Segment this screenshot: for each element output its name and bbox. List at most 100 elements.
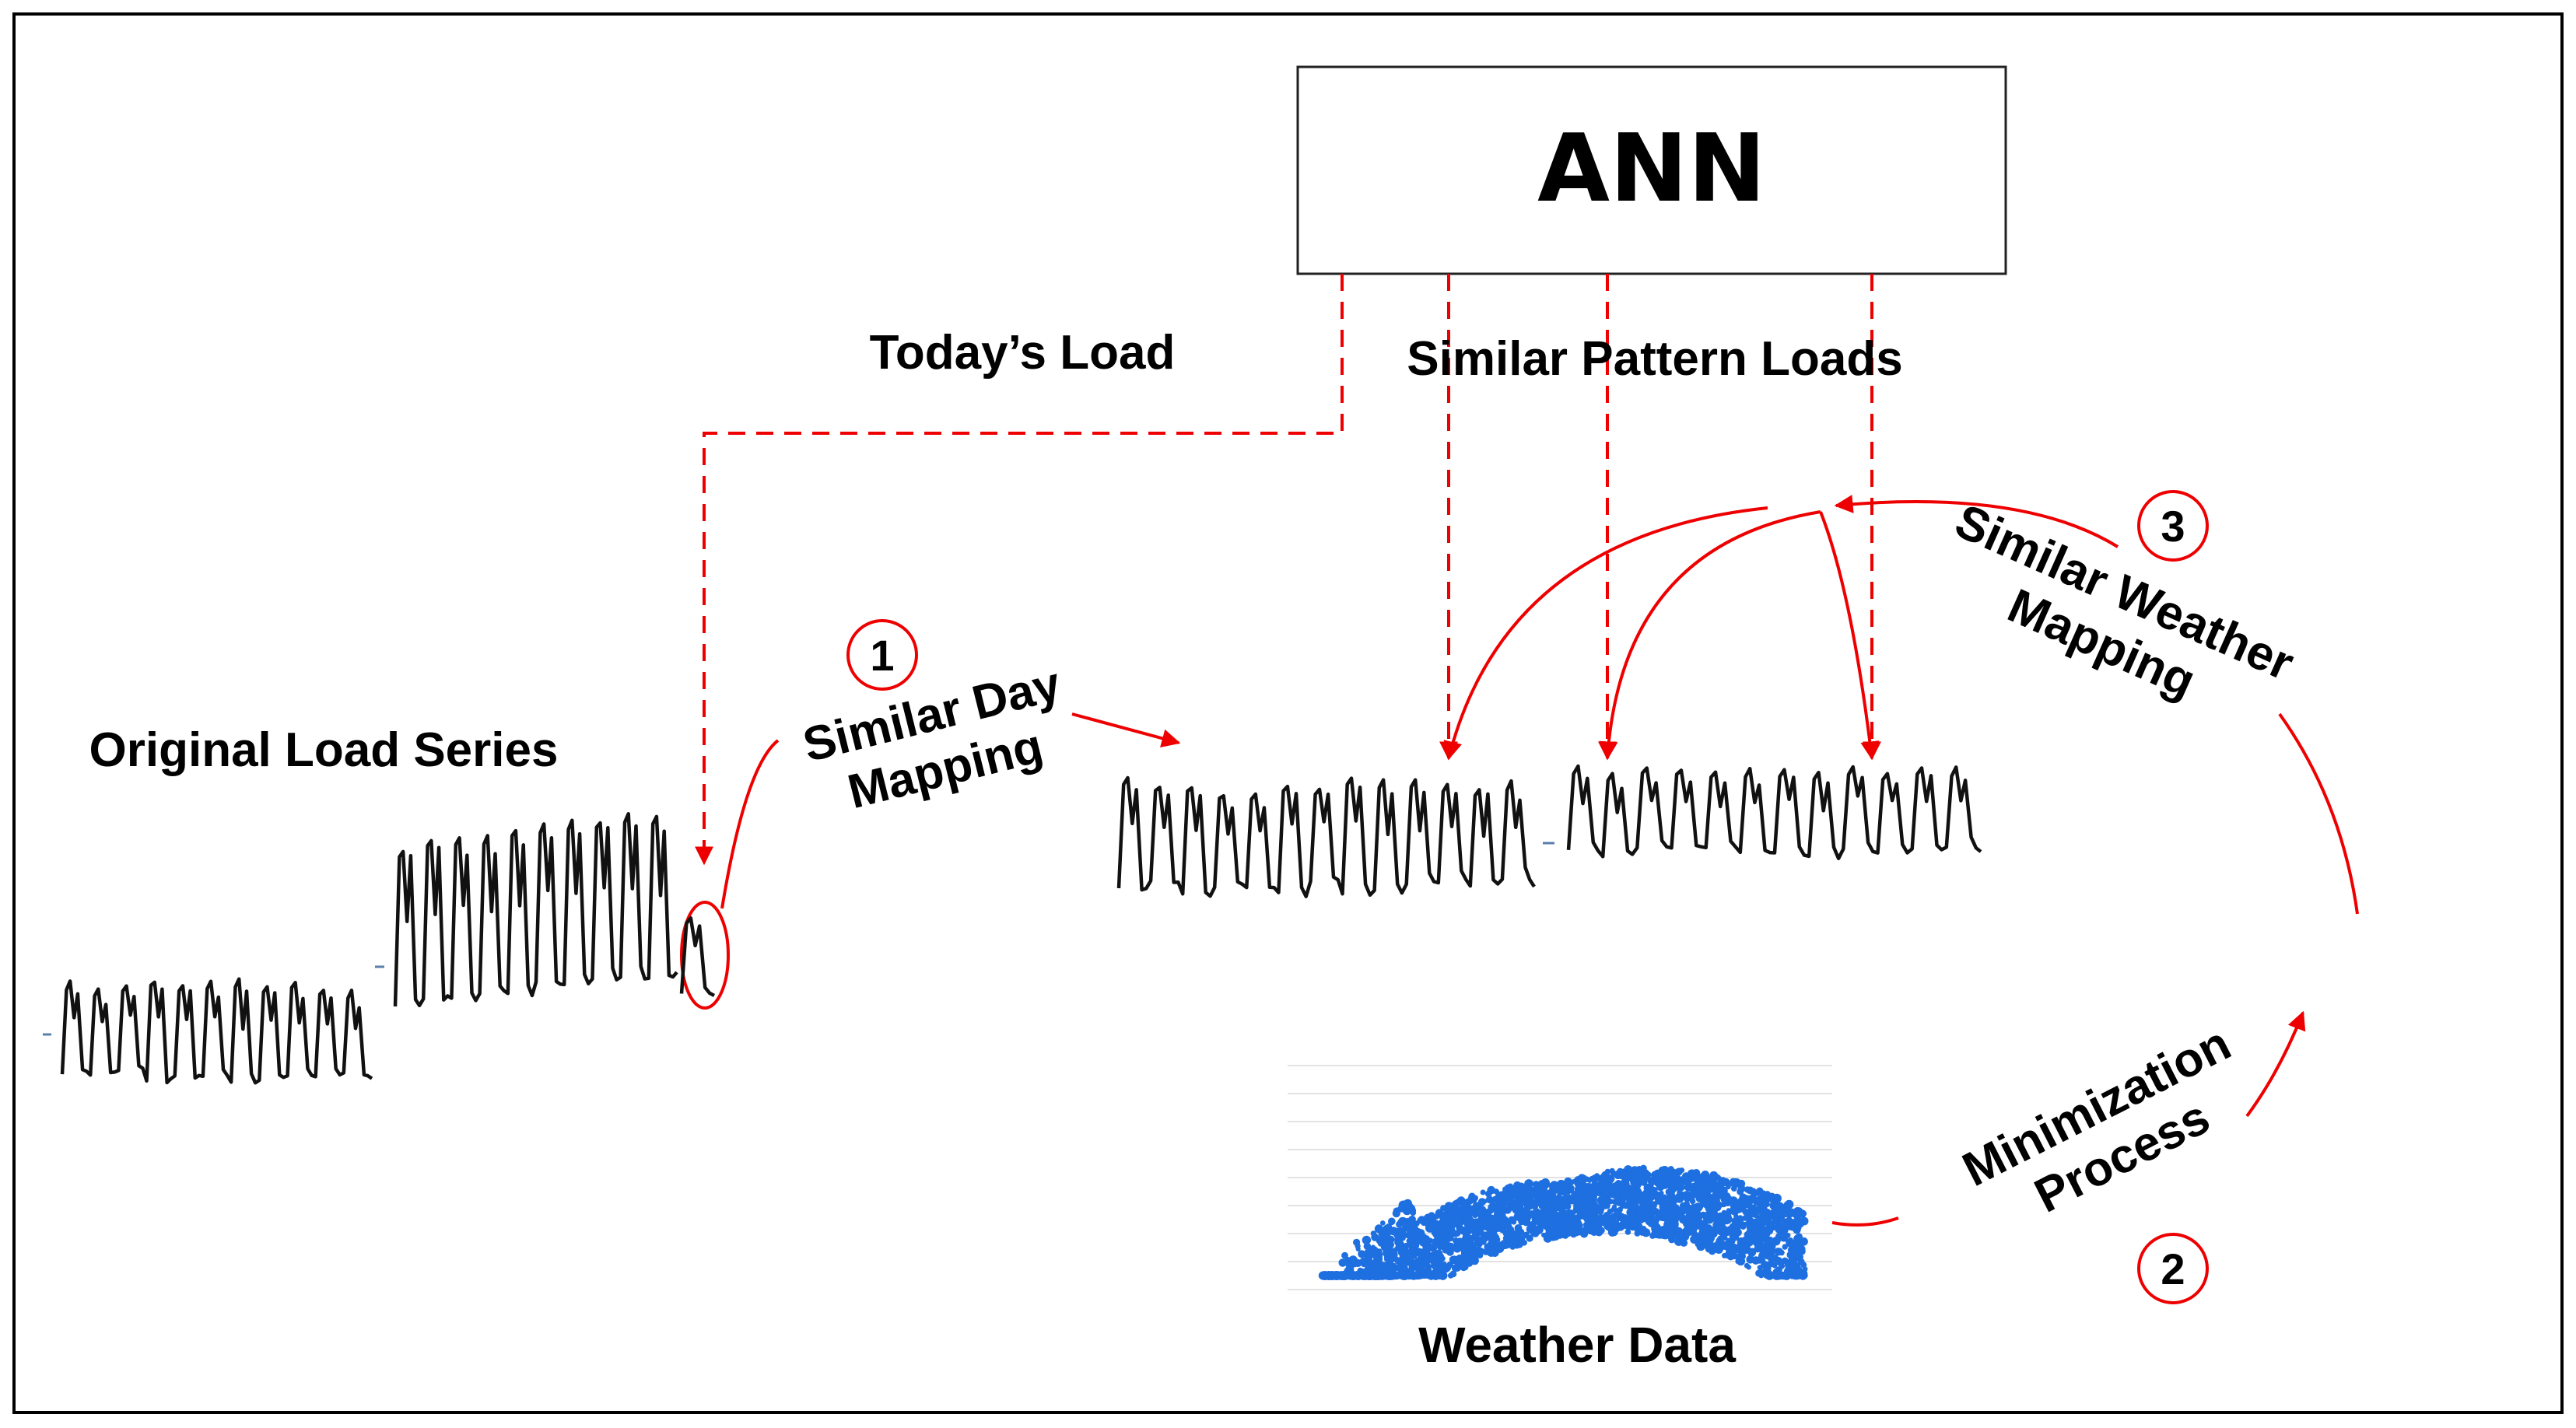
- weather-point: [1681, 1215, 1690, 1224]
- weather-point: [1456, 1237, 1464, 1245]
- weather-point: [1353, 1238, 1361, 1246]
- weather-point: [1470, 1249, 1476, 1255]
- weather-point: [1355, 1246, 1361, 1252]
- weather-point: [1709, 1171, 1719, 1181]
- outer-frame: [12, 12, 2564, 1414]
- weather-point: [1449, 1255, 1456, 1263]
- weather-point: [1747, 1221, 1758, 1231]
- ann-box-rect: [1296, 65, 2007, 275]
- weather-point: [1362, 1235, 1372, 1245]
- weather-point: [1528, 1223, 1536, 1231]
- weather-point: [1409, 1272, 1415, 1279]
- weather-point: [1626, 1194, 1635, 1202]
- weather-point: [1514, 1224, 1523, 1232]
- weather-point: [1643, 1228, 1650, 1235]
- weather-point: [1433, 1213, 1440, 1220]
- weather-point: [1387, 1247, 1394, 1255]
- weather-point: [1716, 1223, 1723, 1231]
- weather-point: [1359, 1272, 1365, 1279]
- weather-point: [1435, 1228, 1442, 1236]
- weather-point: [1564, 1177, 1572, 1186]
- weather-point: [1660, 1227, 1670, 1235]
- original-load-segment-2: [393, 812, 678, 1008]
- weather-point: [1460, 1202, 1469, 1211]
- dashed-connectors: [695, 274, 1881, 866]
- weather-point: [1430, 1258, 1440, 1268]
- weather-point: [1497, 1207, 1503, 1213]
- weather-point: [1520, 1212, 1526, 1218]
- weather-point: [1523, 1191, 1530, 1199]
- weather-point: [1746, 1264, 1751, 1270]
- weather-point: [1379, 1230, 1388, 1239]
- weather-point: [1476, 1226, 1484, 1234]
- weather-point: [1582, 1225, 1591, 1234]
- weather-point: [1481, 1199, 1488, 1204]
- weather-point: [1660, 1166, 1670, 1175]
- weather-point: [1435, 1271, 1443, 1280]
- weather-point: [1386, 1257, 1394, 1265]
- weather-point: [1663, 1181, 1669, 1186]
- weather-point: [1793, 1216, 1803, 1227]
- weather-point: [1731, 1216, 1740, 1225]
- weather-point: [1516, 1192, 1522, 1198]
- weather-point: [1330, 1272, 1339, 1279]
- weather-point: [1691, 1189, 1700, 1198]
- weather-point: [1733, 1235, 1740, 1241]
- weather-point: [1363, 1242, 1372, 1251]
- todays-load-highlight: [680, 901, 730, 1010]
- weather-point: [1617, 1167, 1624, 1175]
- weather-point: [1690, 1235, 1699, 1244]
- weather-point: [1667, 1202, 1674, 1209]
- weather-point: [1638, 1172, 1647, 1181]
- weather-point: [1320, 1272, 1327, 1279]
- weather-point: [1603, 1223, 1610, 1230]
- weather-point: [1487, 1185, 1495, 1195]
- minimization-process-label: Minimization Process: [1954, 1017, 2239, 1223]
- similar-pattern-segment-1: [1116, 775, 1536, 898]
- weather-point: [1532, 1181, 1540, 1188]
- ann-box-label: ANN: [1537, 115, 1766, 223]
- weather-point: [1387, 1272, 1395, 1279]
- weather-point: [1585, 1186, 1594, 1195]
- weather-point: [1670, 1183, 1678, 1192]
- weather-point: [1792, 1209, 1802, 1220]
- weather-point: [1781, 1257, 1789, 1265]
- weather-point: [1501, 1206, 1509, 1214]
- weather-point: [1654, 1171, 1661, 1178]
- original-load-series-chart: [43, 812, 716, 1085]
- weather-point: [1461, 1254, 1470, 1262]
- weather-point: [1479, 1219, 1484, 1224]
- weather-point: [1488, 1203, 1497, 1212]
- weather-point: [1497, 1213, 1506, 1223]
- weather-point: [1717, 1191, 1726, 1199]
- weather-point: [1768, 1214, 1774, 1220]
- weather-point: [1413, 1220, 1420, 1227]
- similar-day-mapping-label: Similar Day Mapping: [798, 657, 1067, 820]
- weather-point: [1528, 1210, 1537, 1219]
- solid-arrows: [720, 495, 2359, 1227]
- weather-point: [1779, 1210, 1788, 1219]
- weather-point: [1600, 1184, 1607, 1192]
- weather-point: [1740, 1221, 1747, 1228]
- weather-point: [1421, 1254, 1426, 1260]
- weather-point: [1644, 1206, 1652, 1213]
- weather-point: [1386, 1235, 1395, 1244]
- weather-point: [1467, 1224, 1476, 1234]
- weather-point: [1441, 1272, 1448, 1279]
- weather-point: [1364, 1248, 1374, 1258]
- weather-point: [1420, 1258, 1430, 1268]
- weather-point: [1432, 1238, 1438, 1245]
- weather-point: [1399, 1248, 1405, 1255]
- weather-point: [1772, 1193, 1782, 1203]
- weather-point: [1716, 1201, 1723, 1209]
- weather-point: [1625, 1168, 1634, 1177]
- weather-point: [1454, 1261, 1462, 1269]
- weather-point: [1615, 1180, 1622, 1186]
- todays-load-connector: [695, 274, 1344, 866]
- weather-point: [1393, 1207, 1401, 1215]
- weather-point: [1372, 1259, 1379, 1266]
- weather-point: [1565, 1223, 1572, 1230]
- weather-point: [1779, 1249, 1785, 1256]
- weather-point: [1680, 1239, 1688, 1247]
- weather-point: [1598, 1209, 1604, 1215]
